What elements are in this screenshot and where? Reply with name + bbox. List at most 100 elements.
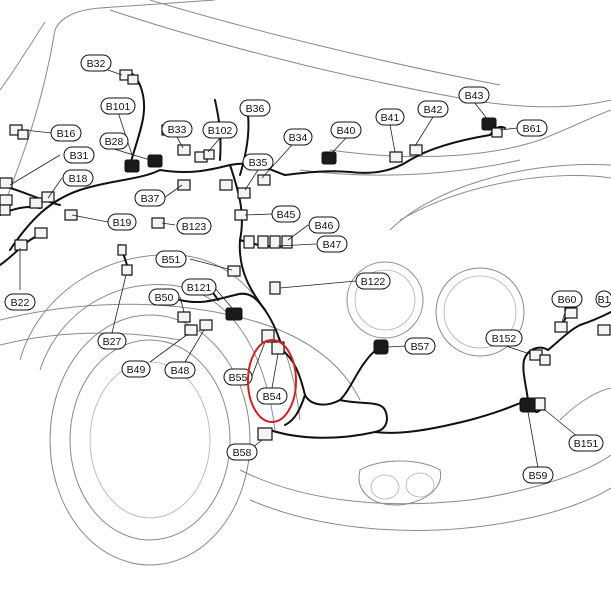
- label-box: [355, 272, 391, 290]
- label-text: B122: [361, 276, 386, 288]
- label-text: B36: [246, 103, 265, 115]
- label-box: [164, 361, 196, 379]
- label-box: [4, 293, 36, 311]
- connector-b47: [243, 235, 255, 249]
- connector-b60a: [554, 321, 568, 333]
- label-box: [485, 329, 523, 347]
- connector-b28: [147, 154, 163, 168]
- connector-b58: [257, 427, 273, 441]
- label-text: B57: [411, 341, 430, 353]
- label-box: [80, 54, 112, 72]
- connector-b18c: [64, 209, 78, 221]
- label-b18: B18: [62, 169, 94, 187]
- connector-b55: [261, 329, 275, 343]
- connector-b48: [199, 319, 213, 331]
- label-b16: B16: [50, 124, 82, 142]
- label-box: [316, 235, 348, 253]
- label-text: B101: [106, 101, 131, 113]
- label-b31: B31: [63, 146, 95, 164]
- label-b48: B48: [164, 361, 196, 379]
- label-b57: B57: [404, 337, 436, 355]
- label-b59: B59: [522, 466, 554, 484]
- car-body-outline: [0, 0, 611, 566]
- connector-b27b: [121, 264, 133, 276]
- label-b123: B123: [176, 217, 212, 235]
- label-b32: B32: [80, 54, 112, 72]
- label-text: B54: [263, 391, 282, 403]
- label-box: [148, 288, 180, 306]
- label-box: [62, 169, 94, 187]
- connector-b19b: [14, 239, 28, 251]
- label-b49: B49: [121, 360, 151, 378]
- label-text: B16: [57, 128, 76, 140]
- label-b102: B102: [202, 121, 238, 139]
- connector-b28b: [124, 159, 140, 173]
- label-b35: B35: [242, 153, 274, 171]
- label-box: [121, 360, 151, 378]
- label-b54: B54: [256, 387, 288, 405]
- connector-b1x: [597, 324, 611, 336]
- label-b22: B22: [4, 293, 36, 311]
- label-text: B41: [381, 112, 400, 124]
- label-box: [595, 290, 611, 308]
- label-box: [551, 290, 583, 308]
- label-text: B27: [103, 336, 122, 348]
- label-box: [239, 99, 271, 117]
- label-b37: B37: [134, 189, 166, 207]
- label-box: [161, 120, 193, 138]
- label-text: B151: [574, 438, 599, 450]
- label-text: B40: [337, 125, 356, 137]
- connector-b46a: [257, 235, 269, 249]
- label-text: B48: [171, 365, 190, 377]
- connector-b18d: [0, 204, 11, 216]
- connector-b60b: [564, 307, 578, 319]
- connector-b46c: [281, 235, 293, 249]
- leader-lines: [9, 69, 579, 469]
- label-b42: B42: [417, 100, 449, 118]
- label-text: B42: [424, 104, 443, 116]
- connector-b122: [269, 281, 281, 295]
- label-box: [202, 121, 238, 139]
- connector-b61: [491, 127, 503, 138]
- label-text: B34: [289, 132, 308, 144]
- label-text: B60: [558, 294, 577, 306]
- label-text: B43: [465, 90, 484, 102]
- label-text: B45: [277, 209, 296, 221]
- connector-b18a: [29, 197, 43, 209]
- label-text: B50: [155, 292, 174, 304]
- label-box: [50, 124, 82, 142]
- label-box: [107, 213, 137, 231]
- connector-b35a: [237, 187, 251, 199]
- label-b152: B152: [485, 329, 523, 347]
- label-text: B123: [182, 221, 207, 233]
- label-b47: B47: [316, 235, 348, 253]
- connector-b57: [373, 339, 389, 355]
- label-text: B18: [69, 173, 88, 185]
- label-text: B46: [315, 220, 334, 232]
- label-box: [516, 119, 548, 137]
- label-text: B28: [105, 136, 124, 148]
- label-box: [176, 217, 212, 235]
- label-box: [458, 86, 490, 104]
- highlight-circle-b54: [247, 339, 297, 423]
- label-text: B121: [187, 282, 212, 294]
- connector-b41: [389, 151, 403, 163]
- connector-b19a: [34, 227, 48, 239]
- connector-b31a: [0, 177, 13, 189]
- label-box: [271, 205, 301, 223]
- label-box: [568, 434, 604, 452]
- label-box: [404, 337, 436, 355]
- label-b19: B19: [107, 213, 137, 231]
- connector-b32b: [127, 74, 139, 85]
- label-box: [242, 153, 274, 171]
- label-box: [330, 121, 362, 139]
- label-b46: B46: [308, 216, 340, 234]
- label-text: B1: [598, 294, 611, 306]
- connector-b40: [321, 151, 337, 165]
- connector-b35b: [257, 174, 271, 186]
- label-text: B31: [70, 150, 89, 162]
- label-b45: B45: [271, 205, 301, 223]
- connector-b27: [117, 244, 127, 256]
- label-text: B58: [233, 447, 252, 459]
- connector-b50a: [177, 311, 191, 323]
